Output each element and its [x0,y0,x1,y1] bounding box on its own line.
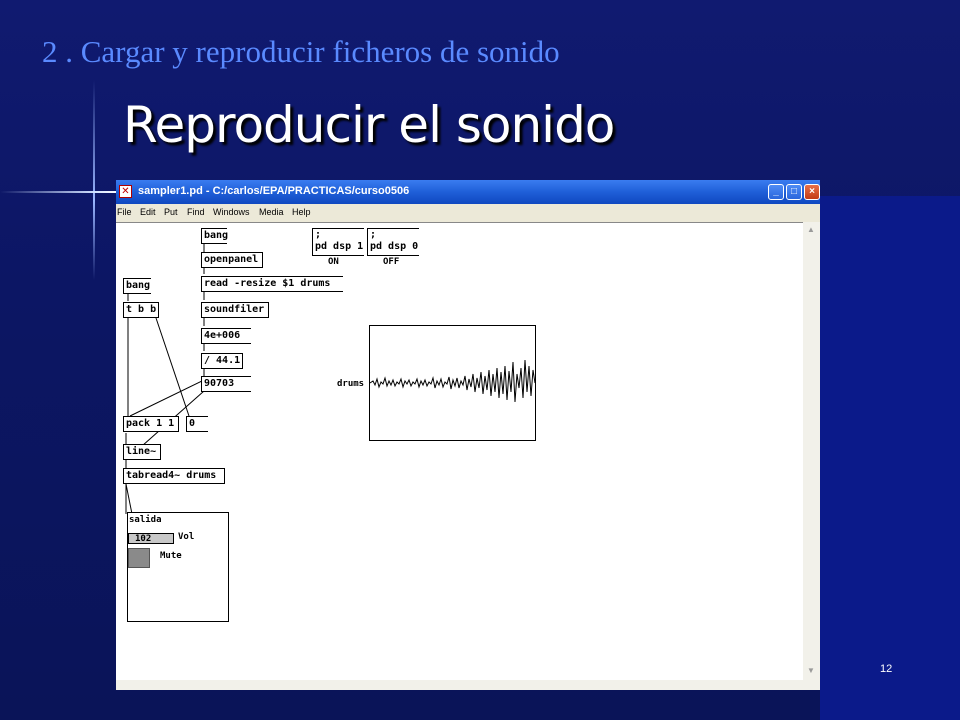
pack-object[interactable]: pack 1 1 [123,416,179,432]
horizontal-scrollbar[interactable] [116,680,820,690]
soundfiler-object[interactable]: soundfiler [201,302,269,318]
patch-canvas[interactable]: bang openpanel read -resize $1 drums sou… [116,222,803,681]
vertical-scrollbar[interactable]: ▲ ▼ [803,222,820,680]
menu-find[interactable]: Find [187,207,205,217]
volume-label: Vol [178,532,195,542]
dsp-on-message[interactable]: ; pd dsp 1 [312,228,364,256]
wire [129,379,205,417]
openpanel-object[interactable]: openpanel [201,252,263,268]
slide-background-band [820,196,960,720]
trigger-object[interactable]: t b b [123,302,159,318]
slide-subtitle: 2 . Cargar y reproducir ficheros de soni… [42,34,560,69]
window-title: sampler1.pd - C:/carlos/EPA/PRACTICAS/cu… [138,185,410,197]
dsp-on-line1: ; [315,229,322,240]
decorative-horizontal-line [0,191,118,193]
dsp-off-line2: pd dsp 0 [370,241,419,252]
dsp-off-line1: ; [370,229,377,240]
menu-media[interactable]: Media [259,207,284,217]
patch-connections [125,244,205,515]
pd-icon: ✕ [119,185,132,198]
dsp-off-label: OFF [383,257,400,267]
maximize-button[interactable]: □ [786,184,802,200]
dsp-on-line2: pd dsp 1 [315,241,364,252]
waveform [370,359,535,403]
menu-bar: File Edit Put Find Windows Media Help [116,204,820,222]
number-box-4e[interactable]: 4e+006 [201,328,251,344]
window-titlebar[interactable]: ✕ sampler1.pd - C:/carlos/EPA/PRACTICAS/… [116,180,820,204]
menu-windows[interactable]: Windows [213,207,250,217]
read-message[interactable]: read -resize $1 drums [201,276,343,292]
wire [125,483,133,515]
volume-number-box[interactable]: 102 [128,533,174,544]
number-box-90703[interactable]: 90703 [201,376,251,392]
bang-message-left[interactable]: bang [123,278,151,294]
menu-file[interactable]: File [117,207,132,217]
line-object[interactable]: line~ [123,444,161,460]
wire [155,317,190,417]
bang-message-top[interactable]: bang [201,228,228,244]
dsp-off-message[interactable]: ; pd dsp 0 [367,228,419,256]
menu-help[interactable]: Help [292,207,311,217]
page-number: 12 [880,663,893,675]
slide-title: Reproducir el sonido [123,96,615,154]
menu-put[interactable]: Put [164,207,178,217]
menu-edit[interactable]: Edit [140,207,156,217]
divide-object[interactable]: / 44.1 [201,353,243,369]
mute-label: Mute [160,551,182,561]
decorative-vertical-line [93,80,95,280]
subpatch-name: salida [129,515,162,525]
scroll-up-icon[interactable]: ▲ [807,225,815,234]
pd-patch-window: ✕ sampler1.pd - C:/carlos/EPA/PRACTICAS/… [116,180,820,690]
array-name-label: drums [337,379,365,389]
mute-toggle[interactable] [128,548,150,568]
close-button[interactable]: × [804,184,820,200]
minimize-button[interactable]: _ [768,184,784,200]
salida-subpatch[interactable]: salida 102 Vol Mute [127,512,229,622]
array-graph[interactable] [369,325,536,441]
scroll-down-icon[interactable]: ▼ [807,666,815,675]
tabread-object[interactable]: tabread4~ drums [123,468,225,484]
number-box-zero[interactable]: 0 [186,416,208,432]
dsp-on-label: ON [328,257,339,267]
